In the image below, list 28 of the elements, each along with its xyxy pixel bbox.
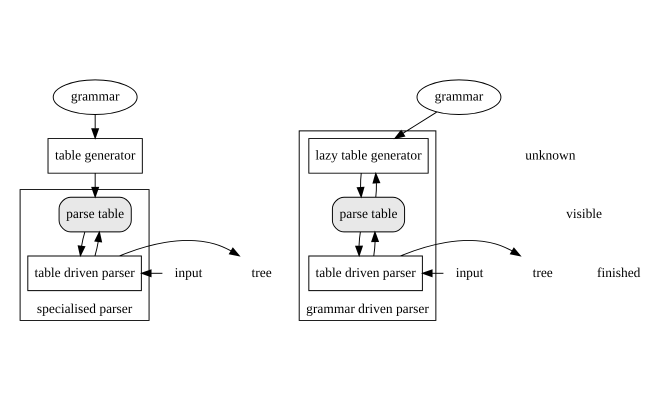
arrow: [140, 269, 163, 278]
node-ellipse: grammar: [52, 79, 138, 115]
arrow: [94, 230, 102, 256]
arrow: [356, 172, 365, 198]
node-box: table driven parser: [27, 256, 142, 292]
node-box: table driven parser: [308, 256, 423, 292]
arrow: [78, 232, 86, 258]
arrow: [91, 114, 100, 140]
label: finished: [597, 264, 640, 280]
arrow: [354, 232, 364, 258]
arrow: [400, 240, 522, 257]
node-text: tree: [252, 264, 272, 280]
node-text: input: [456, 264, 484, 280]
arrow: [371, 230, 380, 256]
node-box: parse table: [58, 196, 132, 232]
arrow: [119, 240, 241, 257]
node-text: input: [174, 264, 202, 280]
arrow: [421, 269, 444, 278]
node-text: tree: [532, 264, 553, 280]
arrow: [394, 112, 438, 140]
node-ellipse: grammar: [416, 79, 502, 115]
label: unknown: [525, 147, 576, 162]
node-box: table generator: [48, 138, 143, 174]
node-box: lazy table generator: [308, 138, 429, 174]
node-box: parse table: [332, 196, 406, 232]
label: visible: [566, 206, 602, 222]
arrow: [372, 172, 380, 198]
arrow: [91, 172, 100, 198]
